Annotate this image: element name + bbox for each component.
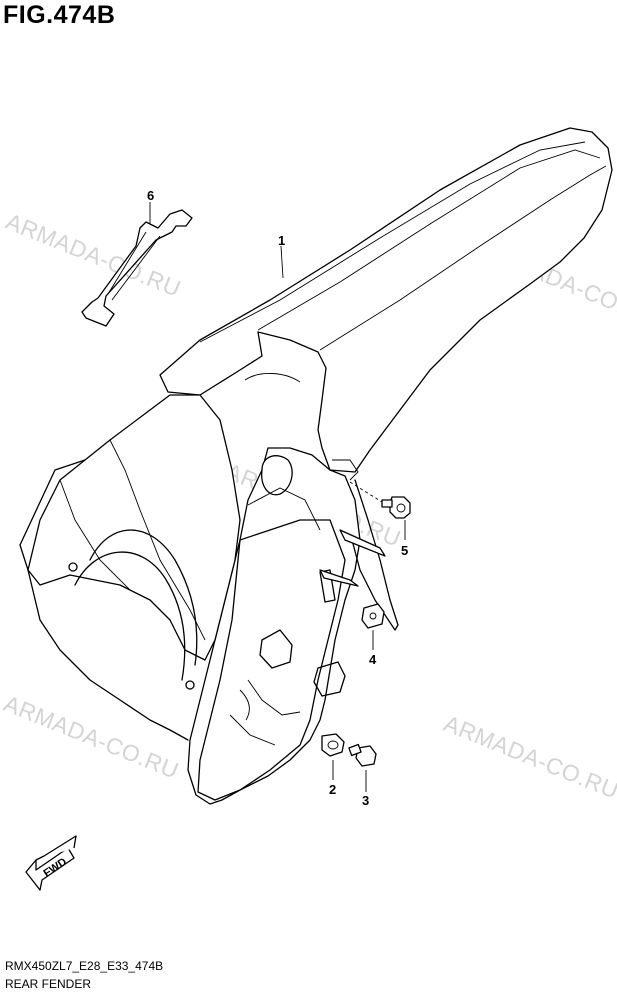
leader-1 <box>280 245 284 279</box>
part-3-bolt[interactable] <box>348 743 377 767</box>
footer-model-code: RMX450ZL7_E28_E33_474B <box>5 959 164 973</box>
callout-4: 4 <box>369 652 377 667</box>
callout-3: 3 <box>362 793 370 808</box>
callout-5: 5 <box>401 543 409 558</box>
assembly-guide <box>349 481 383 503</box>
callout-6: 6 <box>147 188 155 203</box>
part-4-nut[interactable] <box>361 603 385 629</box>
callout-1: 1 <box>278 233 286 248</box>
mounting-hole <box>68 562 78 572</box>
part-5-screw[interactable] <box>381 496 411 519</box>
figure-title: FIG.474B <box>3 1 116 29</box>
part-1-rear-fender[interactable] <box>19 127 613 805</box>
callout-2: 2 <box>329 782 337 797</box>
footer-part-name: REAR FENDER <box>5 977 92 991</box>
license-plate-bracket <box>319 479 399 631</box>
part-2-nut[interactable] <box>321 733 345 757</box>
fwd-arrow-icon: FWD <box>25 835 77 891</box>
part-6-bracket[interactable] <box>81 209 193 327</box>
mounting-hole <box>185 680 195 690</box>
